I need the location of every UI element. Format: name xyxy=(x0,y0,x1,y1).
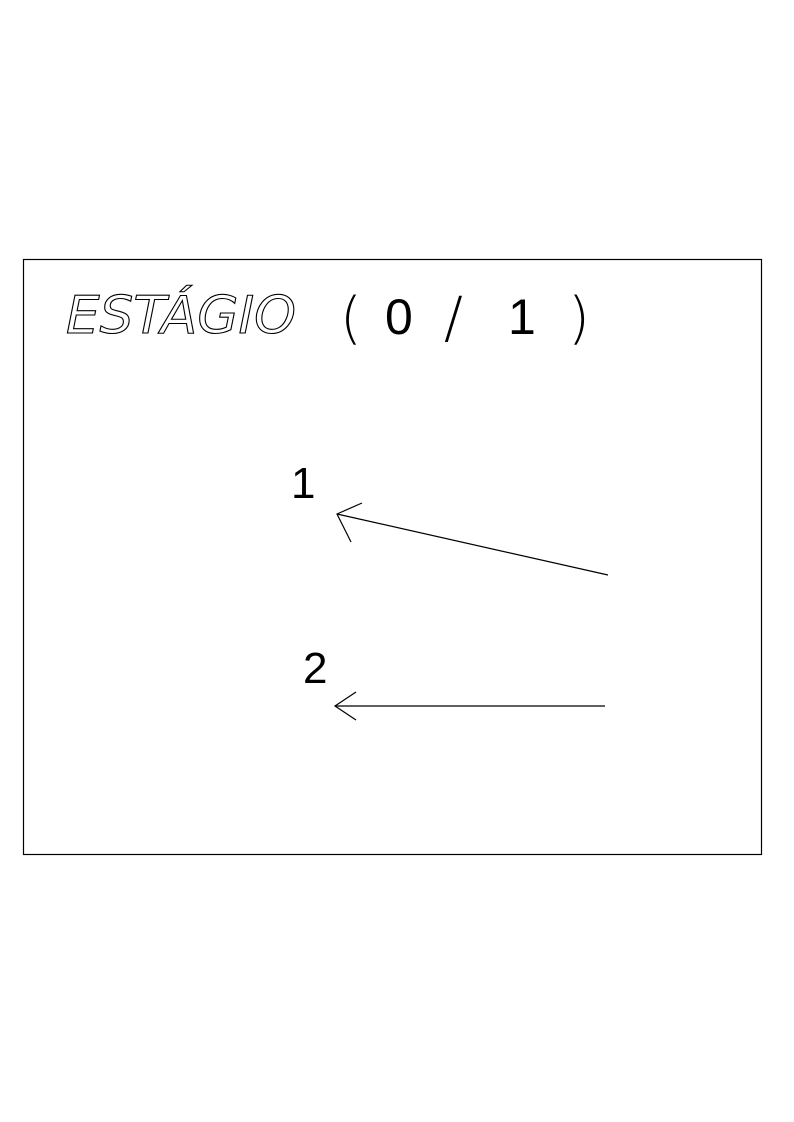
arrow-2-label: 2 xyxy=(303,644,327,693)
stage-open-paren: ( xyxy=(340,286,362,351)
stage-current-value: 0 xyxy=(385,289,413,345)
arrow-1-head xyxy=(336,502,363,543)
arrow-1-label: 1 xyxy=(291,459,315,508)
arrow-1 xyxy=(336,502,609,576)
diagram-frame xyxy=(22,258,763,856)
arrow-1-shaft xyxy=(336,513,609,576)
stage-total-value: 1 xyxy=(508,289,536,345)
arrow-2-head xyxy=(333,691,357,721)
stage-slash: / xyxy=(444,286,463,351)
stage-title-label: ESTÁGIO xyxy=(66,285,296,346)
stage-close-paren: ) xyxy=(568,286,590,351)
arrow-2 xyxy=(333,691,605,721)
